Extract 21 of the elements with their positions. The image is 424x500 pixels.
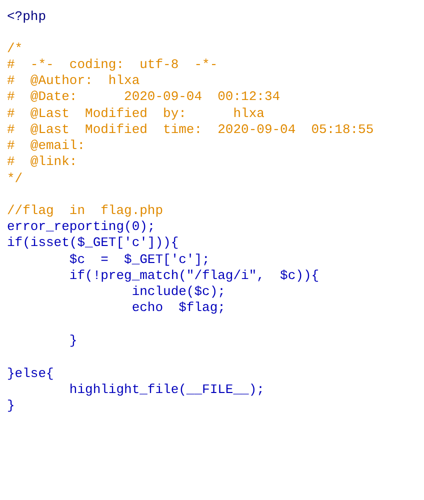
comment-line: # @Author: hlxa	[7, 73, 140, 88]
code-line: }	[7, 398, 15, 413]
code-line: $c = $_GET['c'];	[68, 252, 210, 267]
comment-line: /*	[7, 41, 23, 56]
comment-line: # @Last Modified by: hlxa	[7, 106, 264, 121]
code-line: <?php	[7, 9, 46, 24]
comment-line: # @link:	[7, 154, 78, 169]
comment-line: # -*- coding: utf-8 -*-	[7, 57, 218, 72]
comment-line: # @Last Modified time: 2020-09-04 05:18:55	[7, 122, 374, 137]
comment-line: # @email:	[7, 138, 86, 153]
comment-line: */	[7, 171, 23, 186]
code-line: include($c);	[130, 284, 226, 299]
code-line: error_reporting(0);	[7, 219, 156, 234]
code-line: echo $flag;	[130, 300, 226, 315]
code-line: highlight_file(__FILE__);	[68, 382, 264, 397]
code-line: }	[68, 333, 78, 348]
comment-line: # @Date: 2020-09-04 00:12:34	[7, 89, 280, 104]
code-line: }else{	[7, 366, 54, 381]
code-line: if(isset($_GET['c'])){	[7, 235, 179, 250]
code-line: if(!preg_match("/flag/i", $c)){	[68, 268, 320, 283]
comment-line: //flag in flag.php	[7, 203, 164, 218]
